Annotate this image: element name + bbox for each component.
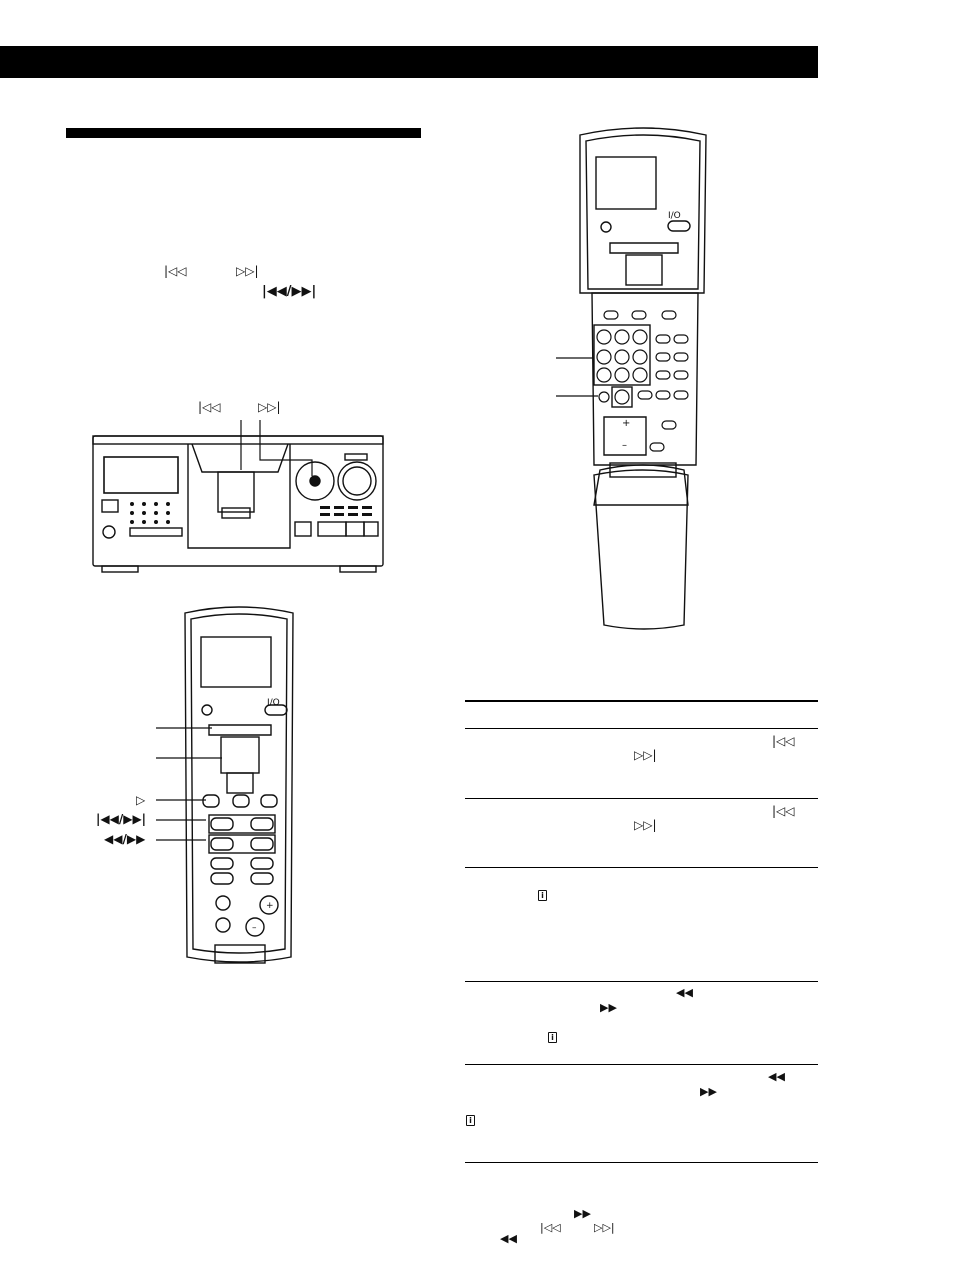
large-remote-minus: –	[622, 440, 627, 451]
row4-rew-symbol: ◀◀	[676, 986, 693, 999]
intro-prevnext-symbol: |◀◀/▶▶|	[262, 284, 317, 299]
small-remote-power-label: I/O	[267, 698, 280, 708]
large-remote: I/O + –	[576, 125, 711, 640]
intro-prev-symbol: |◁◁	[164, 264, 187, 278]
header-bar	[0, 46, 818, 78]
large-remote-plus: +	[622, 418, 631, 429]
large-remote-power-label: I/O	[668, 211, 681, 221]
small-remote: I/O + –	[179, 605, 299, 965]
row2-next-symbol: ▷▷|	[634, 818, 657, 832]
remote-play-symbol: ▷	[136, 793, 146, 807]
footnote-rew-symbol: ◀◀	[500, 1232, 517, 1245]
table-row-rule	[465, 798, 818, 799]
remote-prevnext-symbol: |◀◀/▶▶|	[96, 812, 147, 826]
row4-ff-symbol: ▶▶	[600, 1001, 617, 1014]
intro-next-symbol: ▷▷|	[236, 264, 259, 278]
table-row-rule	[465, 981, 818, 982]
row5-ff-symbol: ▶▶	[700, 1085, 717, 1098]
table-row-rule	[465, 1064, 818, 1065]
row4-info-icon: i	[548, 1032, 557, 1043]
footnote-prev-symbol: |◁◁	[540, 1221, 561, 1234]
footnote-next-symbol: ▷▷|	[594, 1221, 615, 1234]
table-bottom-rule	[465, 1162, 818, 1163]
row5-info-icon: i	[466, 1115, 475, 1126]
table-header-rule	[465, 728, 818, 729]
row3-info-icon: i	[538, 890, 547, 901]
row1-next-symbol: ▷▷|	[634, 748, 657, 762]
remote-rewff-symbol: ◀◀/▶▶	[104, 832, 146, 846]
row2-prev-symbol: |◁◁	[772, 804, 795, 818]
large-remote-callouts	[556, 357, 598, 397]
player-prev-symbol: |◁◁	[198, 400, 221, 414]
cd-player-illustration	[92, 420, 384, 573]
player-next-symbol: ▷▷|	[258, 400, 281, 414]
footnote-ff-symbol: ▶▶	[574, 1207, 591, 1220]
row5-rew-symbol: ◀◀	[768, 1070, 785, 1083]
small-remote-plus: +	[266, 901, 274, 911]
table-top-rule	[465, 700, 818, 702]
small-remote-callouts	[156, 727, 222, 841]
section-rule	[66, 128, 421, 138]
table-row-rule	[465, 867, 818, 868]
row1-prev-symbol: |◁◁	[772, 734, 795, 748]
small-remote-minus: –	[252, 923, 257, 933]
